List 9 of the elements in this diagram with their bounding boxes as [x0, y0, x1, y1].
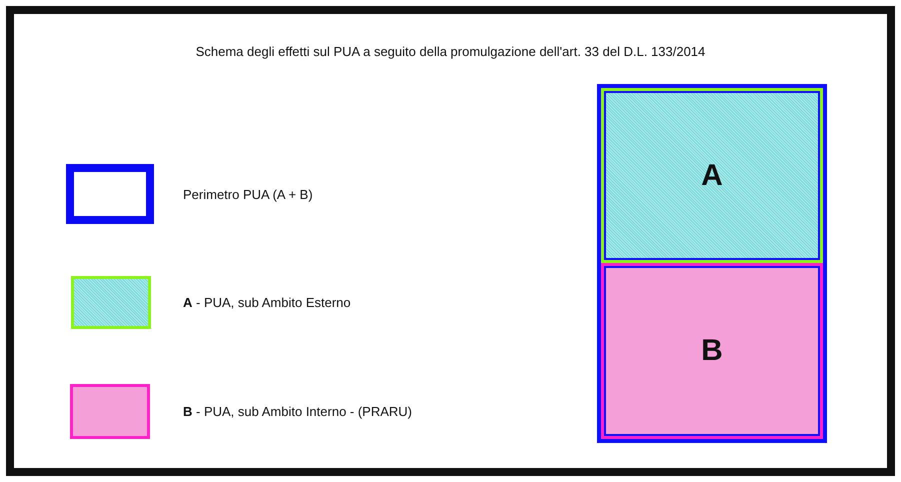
legend-label: B - PUA, sub Ambito Interno - (PRARU) [183, 404, 412, 419]
area-letter: B [701, 334, 723, 368]
perimeter-outline [597, 84, 827, 443]
area-letter: A [701, 158, 723, 192]
legend-label: A - PUA, sub Ambito Esterno [183, 295, 351, 310]
legend-label: Perimetro PUA (A + B) [183, 186, 313, 202]
area-block [601, 88, 823, 263]
diagram-title: Schema degli effetti sul PUA a seguito della promulgazione dell'art. 33 del D.L. 133/2014 [194, 44, 706, 59]
area-block [601, 263, 823, 439]
